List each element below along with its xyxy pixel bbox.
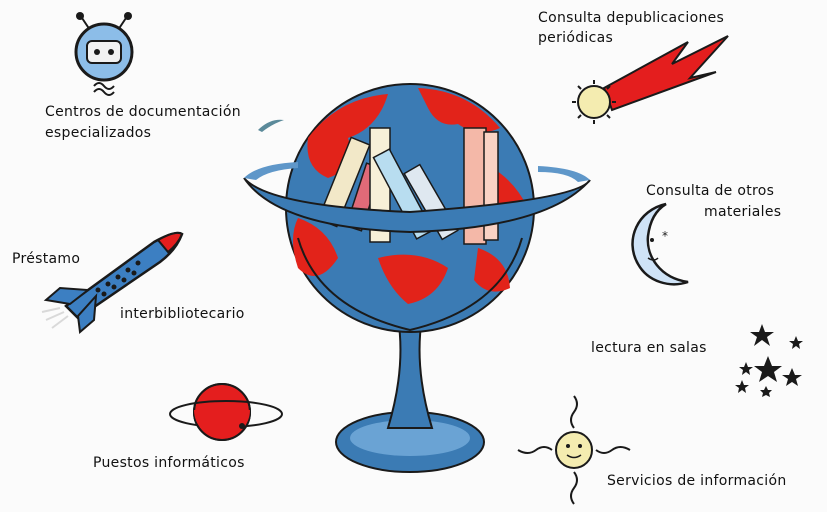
stars-icon xyxy=(732,322,816,406)
servicios-label: Servicios de información xyxy=(607,473,787,489)
sun-icon xyxy=(512,392,642,508)
swoosh-icon xyxy=(256,116,286,134)
otros-line2-label: materiales xyxy=(704,204,782,220)
centros-line1-label: Centros de documentación xyxy=(45,104,241,120)
centros-line2-label: especializados xyxy=(45,125,152,141)
robot-icon xyxy=(64,6,144,98)
moon-icon: * xyxy=(622,200,692,292)
publicaciones-line1-label: Consulta depublicaciones xyxy=(538,10,725,26)
comet-icon xyxy=(568,32,738,130)
prestamo-line2-label: interbibliotecario xyxy=(120,306,245,322)
rocket-icon xyxy=(36,228,186,336)
puestos-label: Puestos informáticos xyxy=(93,455,245,471)
lectura-label: lectura en salas xyxy=(591,340,707,356)
otros-line1-label: Consulta de otros xyxy=(646,183,775,199)
publicaciones-line2-label: periódicas xyxy=(538,30,614,46)
prestamo-line1-label: Préstamo xyxy=(12,251,81,267)
svg-text:*: * xyxy=(662,229,668,243)
globe-with-books-icon xyxy=(238,68,598,488)
planet-icon xyxy=(168,380,286,444)
